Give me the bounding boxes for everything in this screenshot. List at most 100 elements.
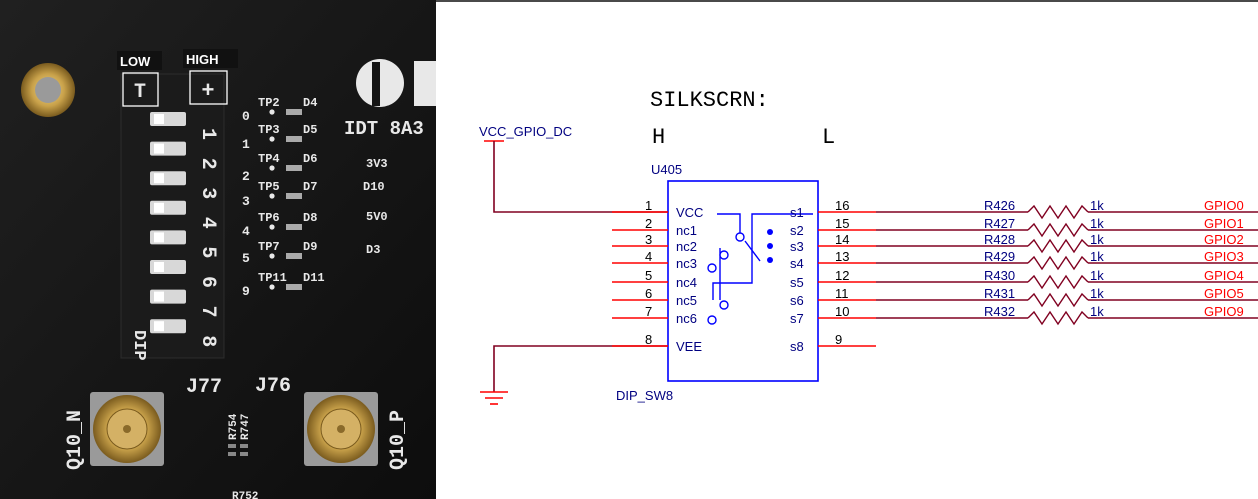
position-number: 1 (242, 137, 250, 152)
dip-number: 5 (196, 246, 219, 258)
low-label: LOW (120, 54, 151, 69)
testpoint-pad (269, 224, 275, 230)
testpoint-label: TP4 (258, 152, 280, 166)
dip-key-highlight (154, 321, 164, 332)
position-number: 0 (242, 109, 250, 124)
gpio-net-label: GPIO9 (1204, 304, 1244, 319)
dip-number: 3 (196, 187, 219, 199)
resistor-ref: R429 (984, 249, 1015, 264)
resistor-symbol (1027, 274, 1089, 290)
led-label: D11 (303, 271, 325, 285)
gpio-net-label: GPIO1 (1204, 216, 1244, 231)
gpio-net-label: GPIO3 (1204, 249, 1244, 264)
resistor-value: 1k (1090, 304, 1104, 319)
resistor-r754: R754 (228, 413, 240, 440)
testpoint-pad (269, 284, 275, 290)
left-pin-number: 4 (645, 249, 652, 264)
right-pin-name: s4 (790, 256, 804, 271)
component-ref: U405 (651, 162, 682, 177)
smd-part (240, 444, 248, 448)
testpoint-label: TP6 (258, 211, 280, 225)
resistor-ref: R431 (984, 286, 1015, 301)
right-pin-number: 10 (835, 304, 849, 319)
schematic-svg: SILKSCRN: H L VCC_GPIO_DC U405 DIP_SW8 1… (479, 88, 1258, 405)
off-mark: T (134, 81, 146, 104)
resistor-r752: R752 (232, 491, 258, 499)
dip-key-highlight (154, 173, 164, 184)
rail-d10: D10 (363, 180, 385, 194)
connector-right-label: Q10_P (387, 410, 410, 470)
resistor-value: 1k (1090, 249, 1104, 264)
resistor-value: 1k (1090, 232, 1104, 247)
dip-number: 7 (196, 306, 219, 318)
testpoint-pad (269, 109, 275, 115)
resistor-ref: R432 (984, 304, 1015, 319)
testpoint-pad (269, 136, 275, 142)
left-pin-name: nc1 (676, 223, 697, 238)
led-label: D9 (303, 240, 317, 254)
right-pin-number: 14 (835, 232, 849, 247)
left-pin-number: 7 (645, 304, 652, 319)
left-pin-name: VEE (676, 339, 702, 354)
sma-connector-right (304, 392, 378, 466)
dip-tag: DIP (129, 330, 148, 361)
led-label: D7 (303, 180, 317, 194)
dip-key-highlight (154, 232, 164, 243)
chip-text: IDT 8A3 (344, 118, 424, 140)
left-pin-number: 6 (645, 286, 652, 301)
component-part: DIP_SW8 (616, 388, 673, 403)
resistor-symbol (1027, 204, 1089, 220)
position-number: 4 (242, 224, 250, 239)
position-number: 5 (242, 251, 250, 266)
testpoint-label: TP3 (258, 123, 280, 137)
rail-3v3: 3V3 (366, 157, 388, 171)
dip-number: 1 (196, 128, 219, 140)
right-pin-number: 16 (835, 198, 849, 213)
right-pin-number: 9 (835, 332, 842, 347)
position-number: 3 (242, 194, 250, 209)
power-net-label: VCC_GPIO_DC (479, 124, 572, 139)
vcc-wire (493, 141, 668, 213)
right-pin-name: s2 (790, 223, 804, 238)
resistor-value: 1k (1090, 268, 1104, 283)
on-mark: + (201, 79, 214, 104)
led-pad (286, 136, 302, 142)
resistor-symbol (1027, 255, 1089, 271)
led-label: D5 (303, 123, 317, 137)
led-pad (286, 109, 302, 115)
left-pin-name: nc2 (676, 239, 697, 254)
left-pin-number: 8 (645, 332, 652, 347)
dip-key-highlight (154, 291, 164, 302)
idt-logo (356, 59, 436, 107)
led-label: D4 (303, 96, 317, 110)
left-pin-number: 3 (645, 232, 652, 247)
resistor-r747: R747 (240, 414, 252, 440)
gpio-net-label: GPIO2 (1204, 232, 1244, 247)
dip-number: 6 (196, 276, 219, 288)
left-pin-name: nc5 (676, 293, 697, 308)
silkscreen-title: SILKSCRN: (650, 88, 769, 113)
component-body (667, 180, 819, 382)
resistor-value: 1k (1090, 216, 1104, 231)
resistor-value: 1k (1090, 286, 1104, 301)
dip-number: 8 (196, 335, 219, 347)
gpio-net-label: GPIO0 (1204, 198, 1244, 213)
right-pin-name: s5 (790, 275, 804, 290)
resistor-ref: R427 (984, 216, 1015, 231)
right-pin-name: s8 (790, 339, 804, 354)
dip-number: 2 (196, 158, 219, 170)
testpoint-label: TP7 (258, 240, 280, 254)
resistor-symbol (1027, 222, 1089, 238)
led-label: D6 (303, 152, 317, 166)
right-pin-name: s7 (790, 311, 804, 326)
testpoint-pad (269, 253, 275, 259)
l-label: L (822, 125, 835, 150)
switch-dots (767, 229, 773, 263)
left-pin-number: 2 (645, 216, 652, 231)
resistor-symbol (1027, 310, 1089, 326)
